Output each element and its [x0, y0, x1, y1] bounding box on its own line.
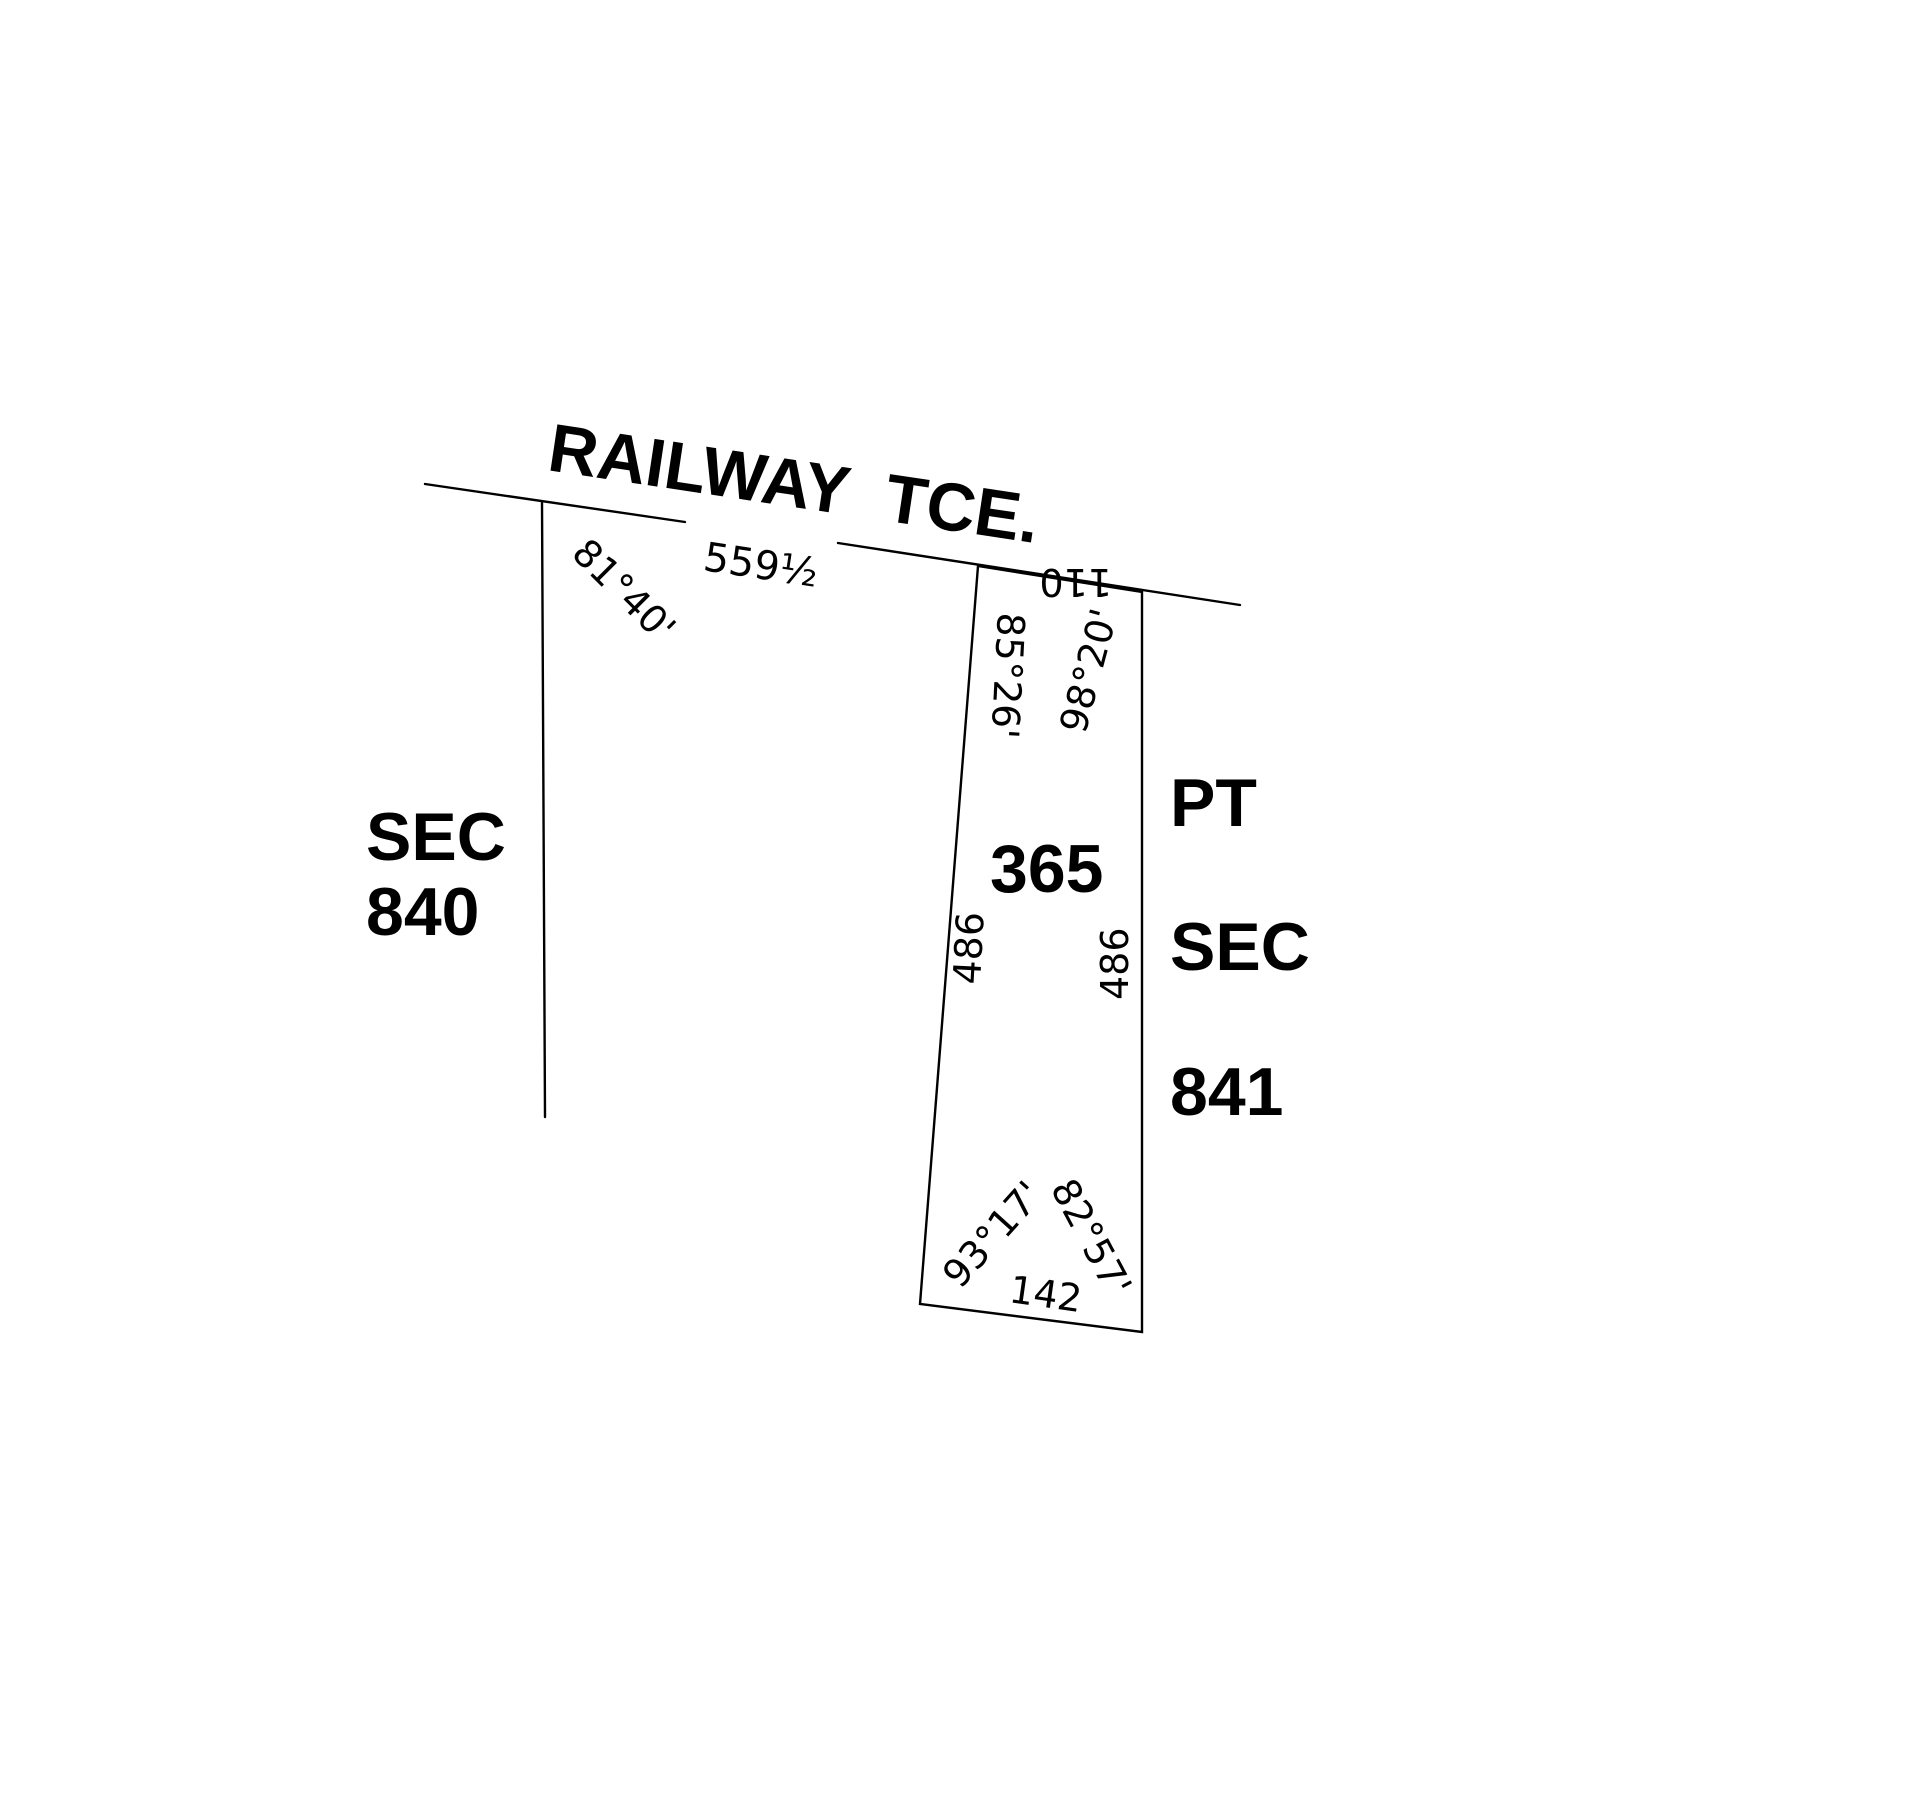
rear-dimension: 142 — [1007, 1267, 1085, 1321]
angle-sec-840-corner: 81°40' — [564, 530, 684, 650]
sec-840-boundary — [540, 500, 547, 1119]
frontage-dimension-sec-840: 559½ — [701, 534, 822, 597]
pt-sec-841-label-line2: SEC — [1170, 909, 1310, 985]
pt-sec-841-label-line3: 841 — [1170, 1054, 1283, 1130]
sec-840-label-line2: 840 — [366, 874, 479, 950]
pt-sec-841-label-line1: PT — [1170, 765, 1257, 841]
allotment-number: 365 — [990, 831, 1103, 907]
sec-840-label-line1: SEC — [366, 799, 506, 875]
angle-nw-corner: 85°26' — [982, 612, 1033, 740]
west-side-dimension: 486 — [945, 911, 993, 986]
allotment-365-boundary — [918, 564, 1144, 1334]
frontage-dimension-365: 110 — [1039, 560, 1112, 604]
road-boundary-segment — [423, 482, 687, 524]
angle-ne-corner: 98°20' — [1051, 604, 1126, 737]
east-side-dimension: 486 — [1093, 927, 1137, 1000]
road-name: RAILWAY TCE. — [544, 410, 1045, 558]
road-boundary-segment — [836, 541, 1242, 607]
